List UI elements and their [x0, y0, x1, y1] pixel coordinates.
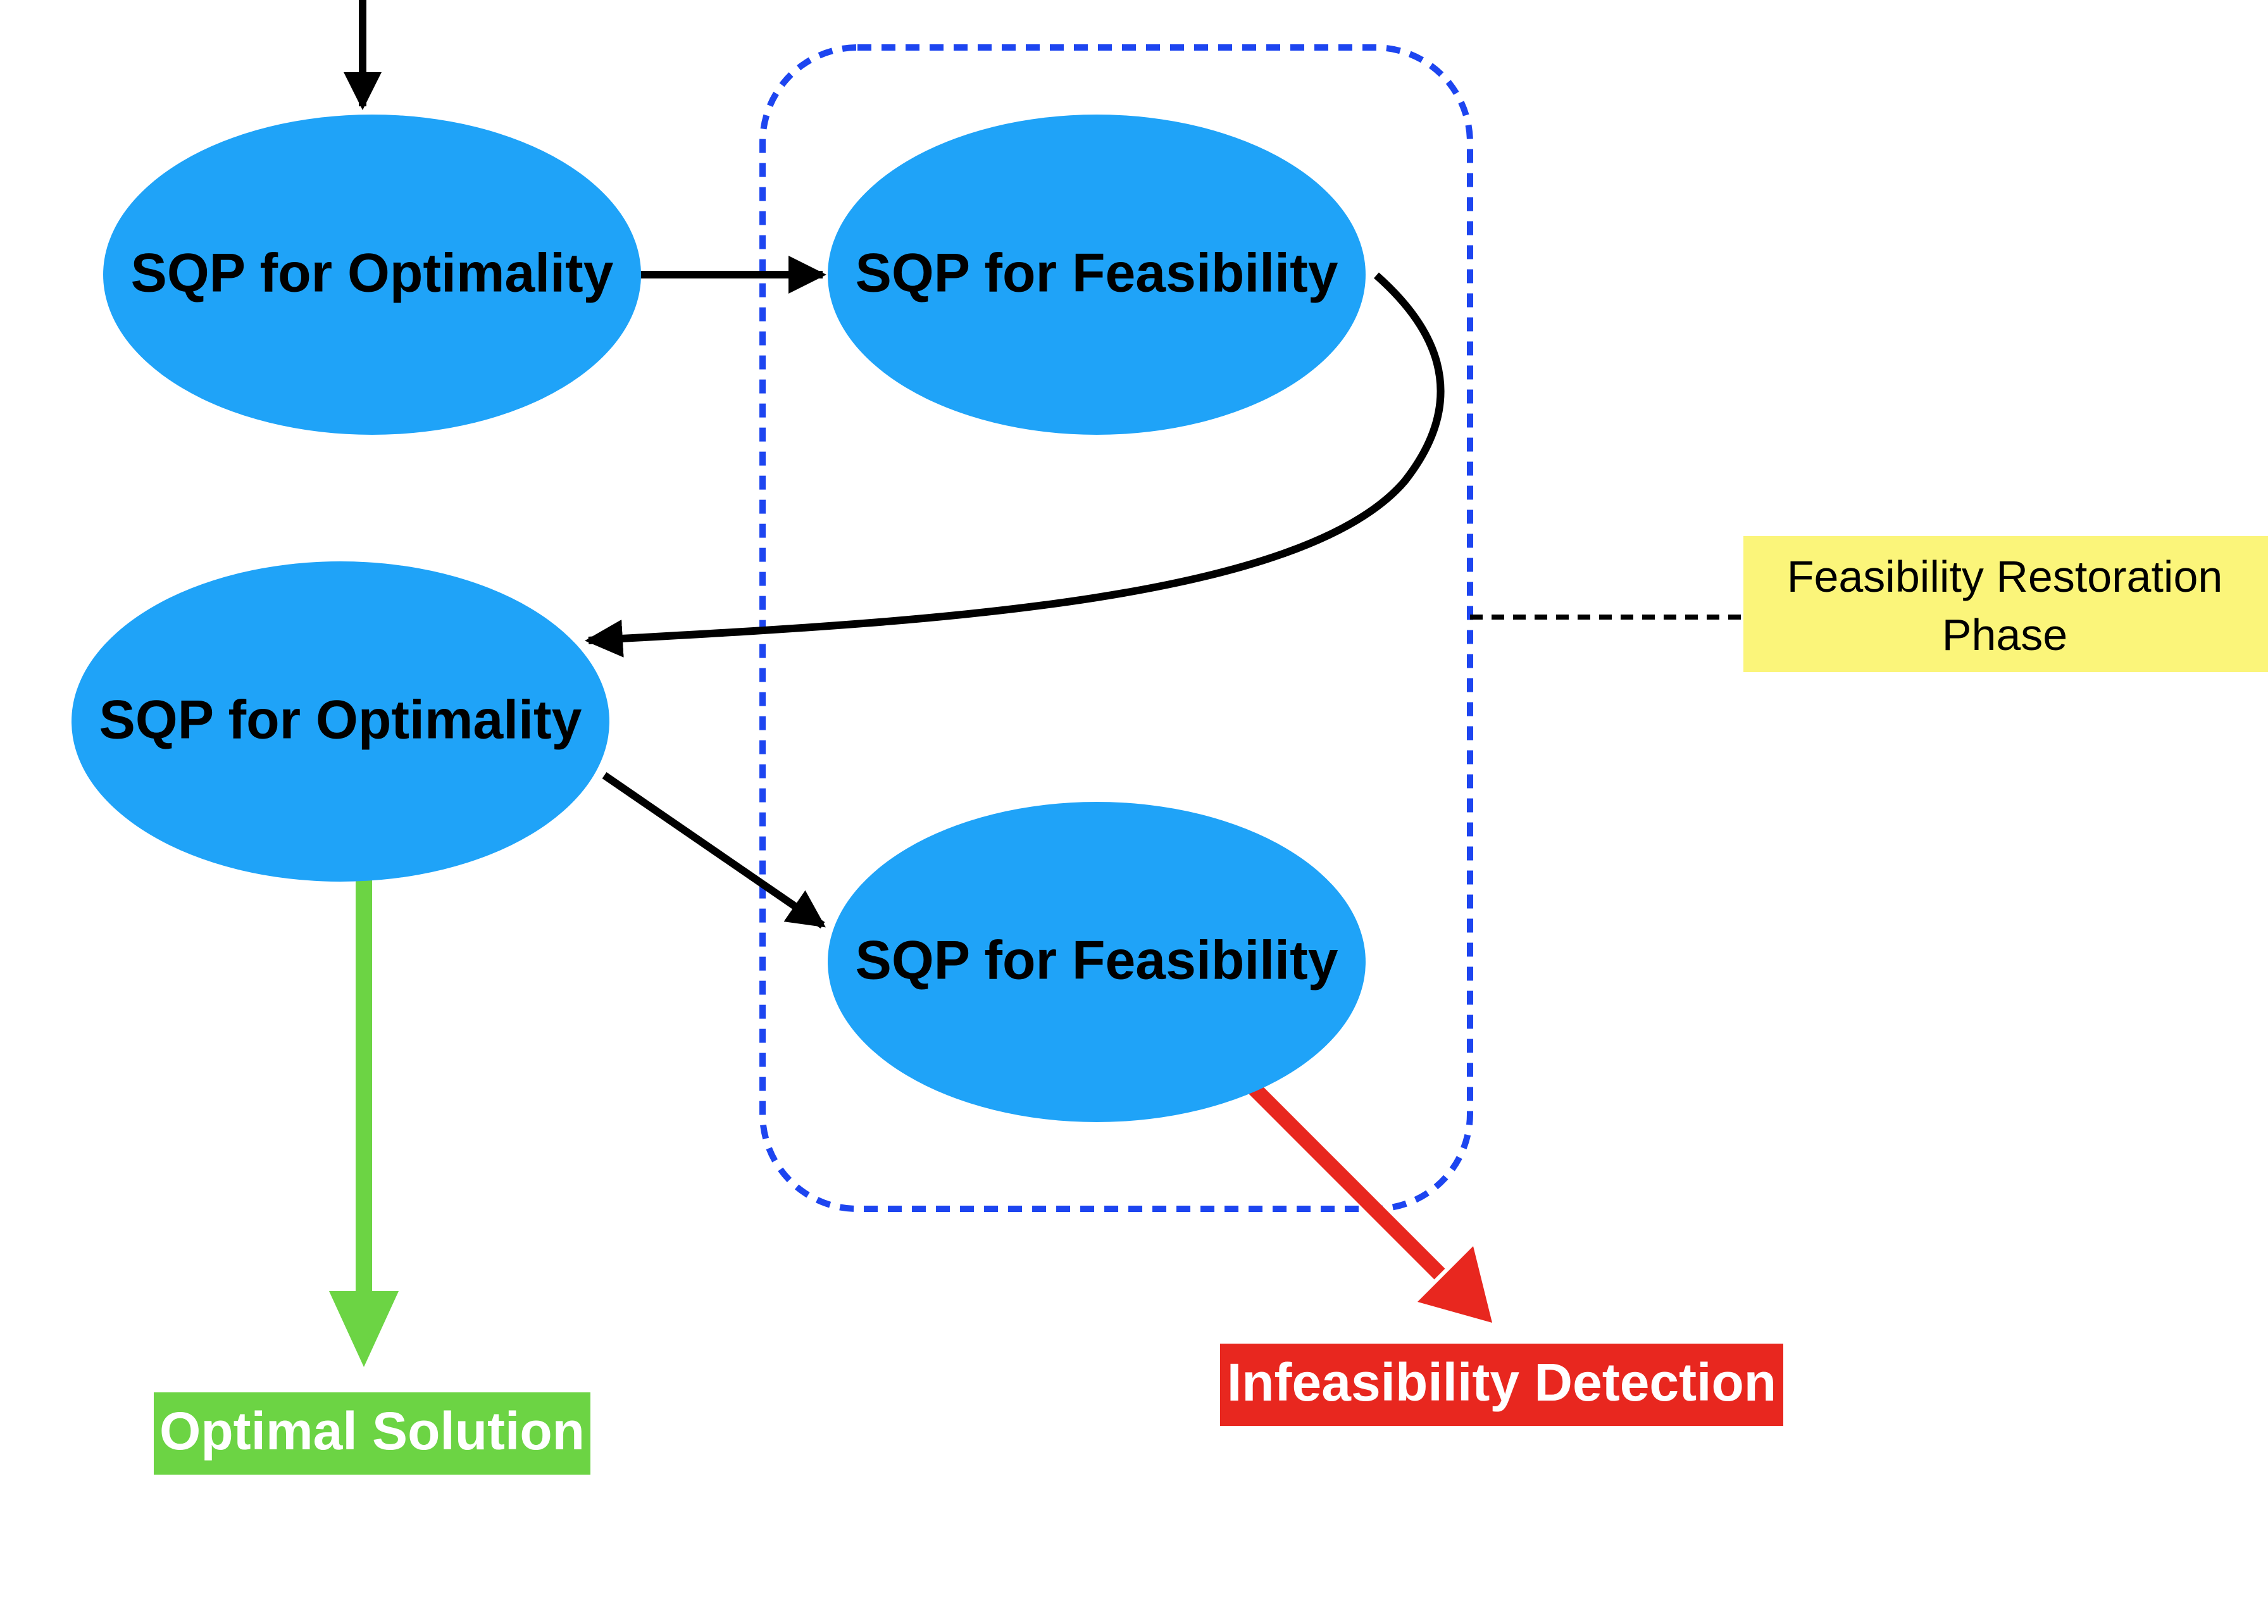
node-opt2-label: SQP for Optimality [99, 690, 582, 751]
node-opt1-label: SQP for Optimality [131, 243, 614, 304]
failure-arrowhead [1418, 1246, 1492, 1323]
node-opt2: SQP for Optimality [72, 561, 609, 882]
optimal-solution-box: Optimal Solution [154, 1392, 590, 1475]
infeasibility-detection-label: Infeasibility Detection [1227, 1352, 1776, 1412]
node-opt1: SQP for Optimality [103, 115, 641, 435]
node-feas1: SQP for Feasibility [828, 115, 1366, 435]
node-feas2: SQP for Feasibility [828, 802, 1366, 1122]
edge-feas1-to-opt2 [585, 272, 1445, 658]
edge-opt2-to-feas2 [602, 772, 826, 928]
node-feas2-label: SQP for Feasibility [855, 930, 1338, 991]
infeasibility-detection-box: Infeasibility Detection [1220, 1344, 1783, 1426]
node-feas1-label: SQP for Feasibility [855, 243, 1338, 304]
note-line-1: Feasibility Restoration [1787, 552, 2223, 601]
optimal-solution-label: Optimal Solution [159, 1401, 585, 1461]
note-line-2: Phase [1942, 610, 2067, 659]
success-arrowhead [329, 1291, 399, 1367]
restoration-phase-note: Feasibility Restoration Phase [1743, 536, 2268, 672]
failure-edge [1249, 1083, 1445, 1280]
